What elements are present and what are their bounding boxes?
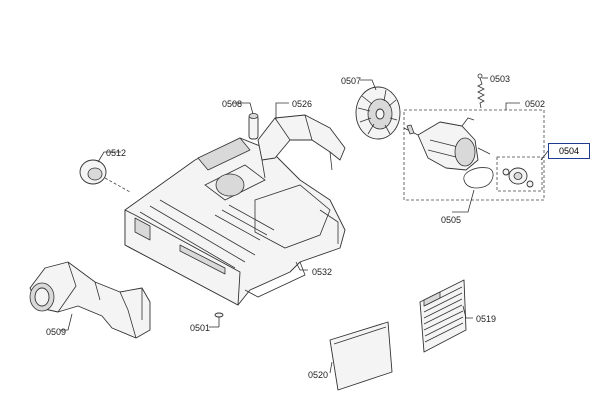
motor-assembly-group[interactable]	[403, 109, 545, 201]
screw-part[interactable]	[214, 312, 224, 327]
flexible-duct-part[interactable]	[29, 261, 151, 339]
drive-belt-part[interactable]	[463, 167, 494, 189]
spring-part[interactable]	[477, 73, 485, 109]
leader-lines	[60, 77, 555, 374]
part-label-0504-selected[interactable]: 0504	[548, 143, 591, 159]
part-label-0501[interactable]: 0501	[190, 323, 211, 333]
part-label-0507[interactable]: 0507	[341, 76, 362, 86]
pulley-kit-part[interactable]	[496, 150, 549, 192]
pin-part[interactable]	[248, 113, 259, 140]
part-label-0503[interactable]: 0503	[490, 74, 511, 84]
part-label-0512[interactable]: 0512	[106, 148, 127, 158]
cover-plate-part[interactable]	[329, 321, 393, 391]
part-label-0519[interactable]: 0519	[476, 314, 497, 324]
duct-cover-part[interactable]	[257, 114, 346, 179]
part-label-0505[interactable]: 0505	[441, 215, 462, 225]
base-housing-part[interactable]	[124, 137, 346, 306]
part-label-0532[interactable]: 0532	[312, 267, 333, 277]
fan-wheel-part[interactable]	[355, 86, 401, 140]
seal-ring-part[interactable]	[79, 159, 131, 193]
part-label-0502[interactable]: 0502	[525, 99, 546, 109]
part-label-0520[interactable]: 0520	[308, 370, 329, 380]
part-label-0509[interactable]: 0509	[46, 327, 67, 337]
part-label-0526[interactable]: 0526	[292, 99, 313, 109]
part-label-0508[interactable]: 0508	[222, 99, 243, 109]
filter-grille-part[interactable]	[419, 279, 467, 353]
